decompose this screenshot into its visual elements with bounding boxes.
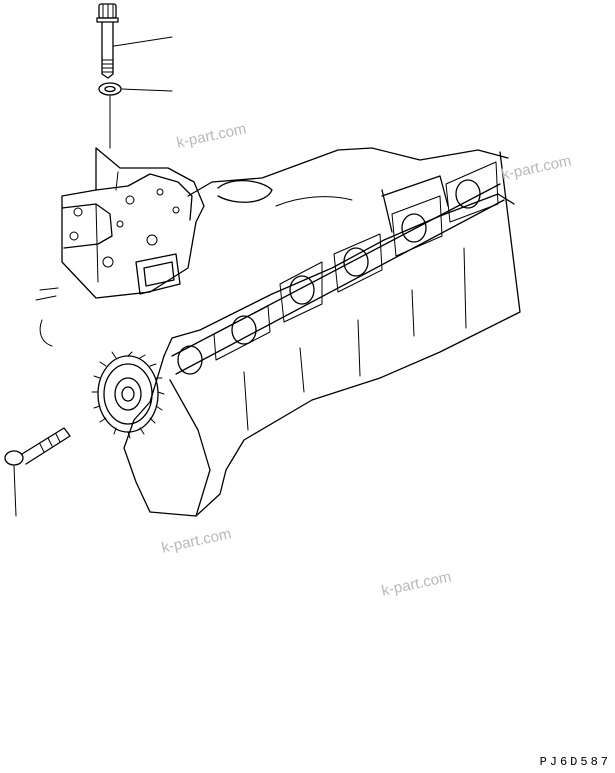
plug-bolt bbox=[4, 427, 71, 466]
gear-housing bbox=[61, 147, 205, 299]
leader-line-bolt bbox=[113, 36, 173, 47]
leader-line-washer bbox=[121, 88, 173, 92]
cam-gear bbox=[91, 351, 165, 439]
bolt bbox=[96, 3, 119, 79]
drawing-code: PJ6D587 bbox=[539, 755, 611, 769]
cylinder-block bbox=[35, 147, 521, 517]
washer bbox=[98, 82, 122, 96]
camshaft bbox=[171, 161, 505, 375]
leader-line-plug-bolt bbox=[13, 465, 17, 517]
